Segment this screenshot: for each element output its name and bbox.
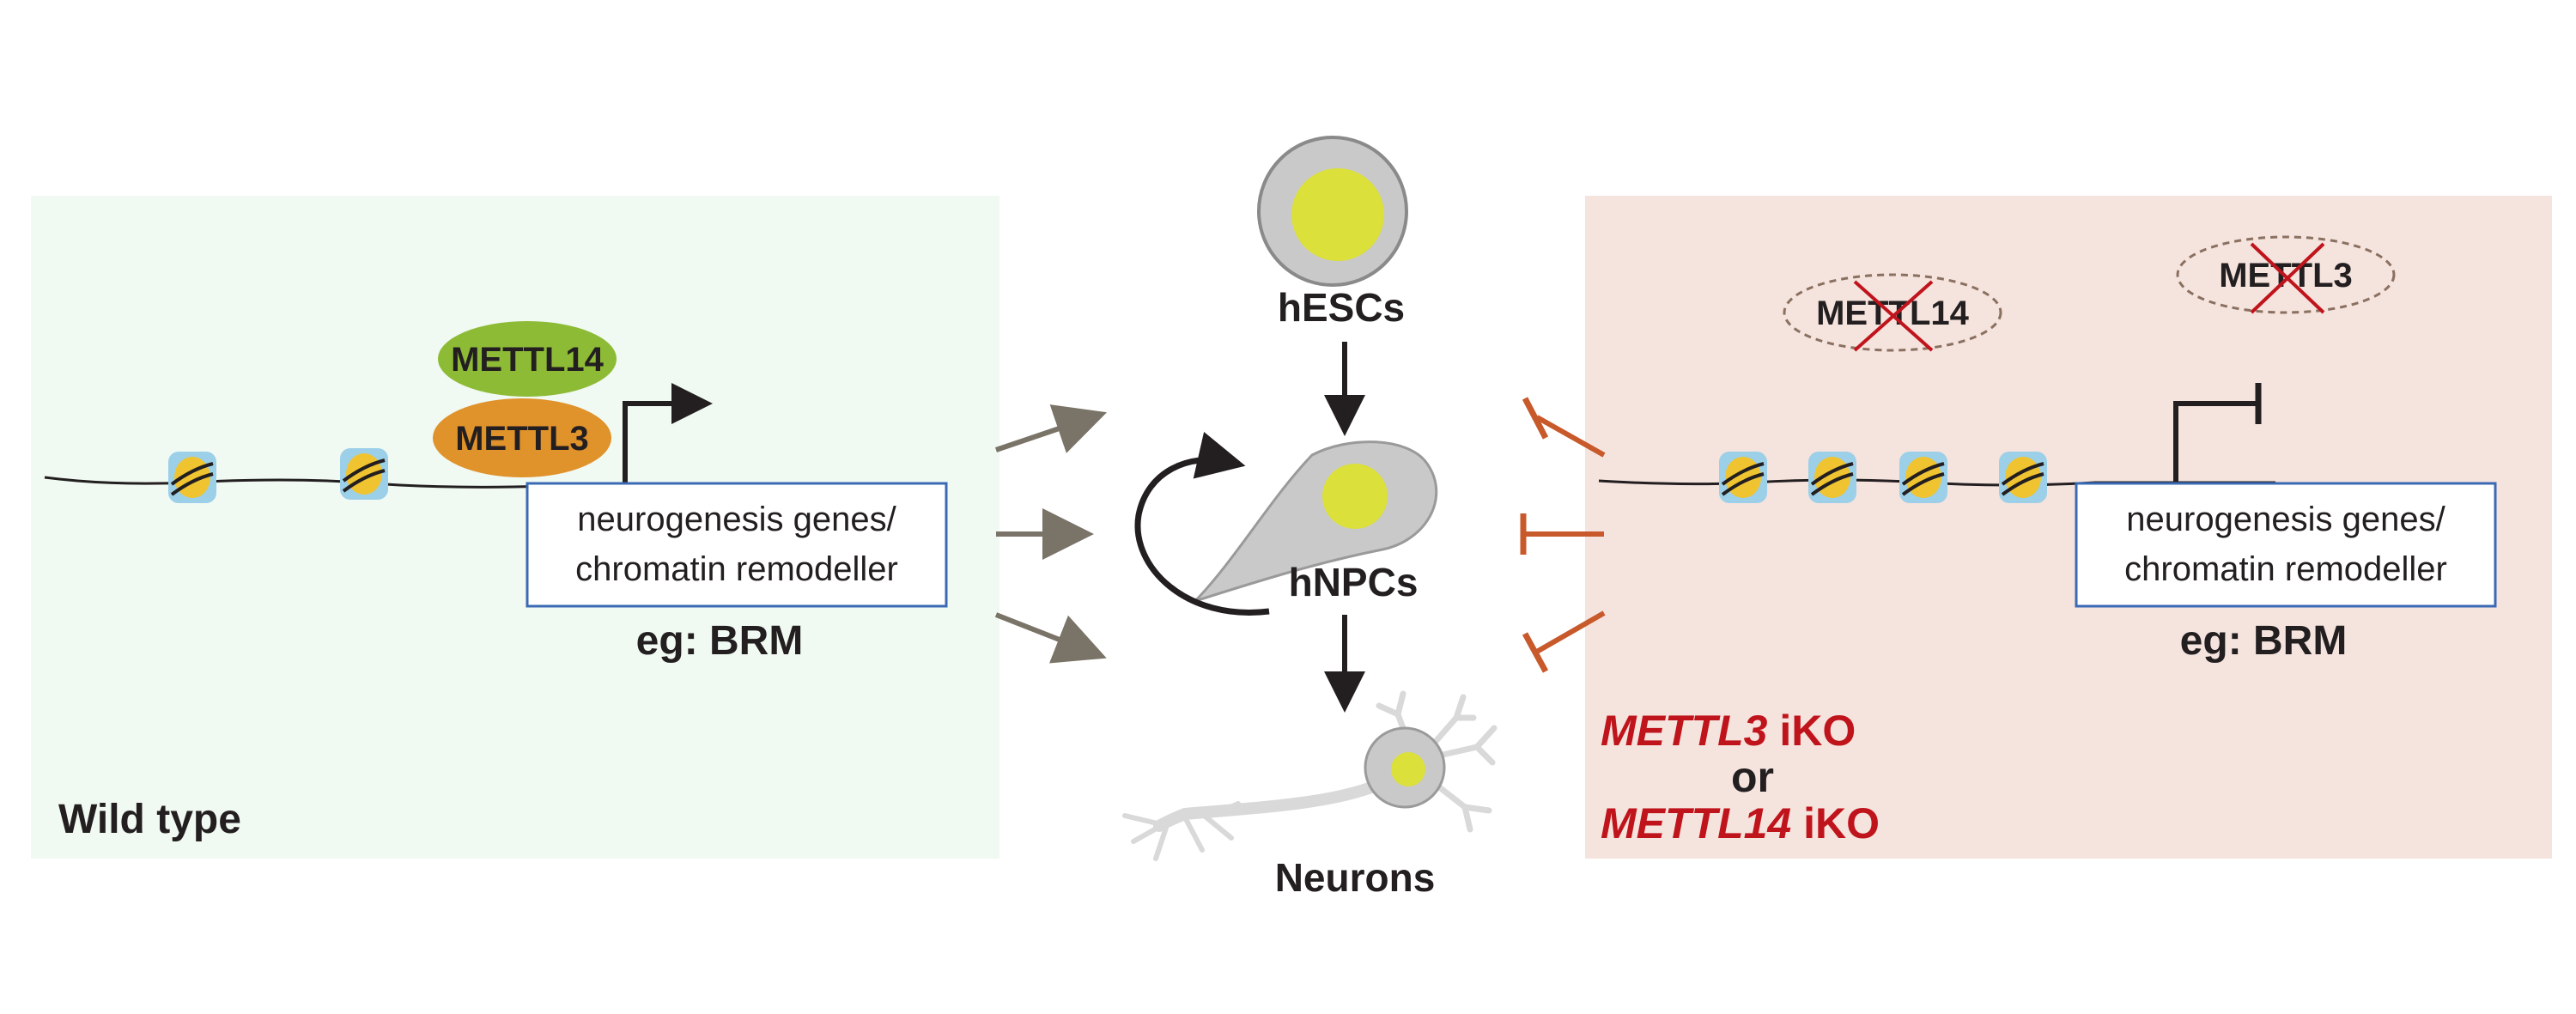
left-tss-arrow — [623, 383, 713, 484]
hesc-nucleus — [1291, 168, 1384, 261]
neuron-nucleus — [1391, 752, 1425, 786]
right-gene-box-line1: neurogenesis genes/ — [2126, 501, 2445, 538]
knockout-mettl3-cross-b — [2250, 242, 2325, 314]
ko-gene2: METTL14 — [1601, 799, 1791, 847]
ko-suffix2: iKO — [1791, 799, 1880, 847]
hnpc-nucleus — [1322, 464, 1388, 529]
left-to-center-arrows — [994, 404, 1108, 664]
ko-suffix1: iKO — [1767, 707, 1856, 755]
right-nucleosome-4 — [1997, 450, 2049, 505]
hescs-label: hESCs — [1278, 285, 1405, 330]
left-nucleosome-1 — [167, 450, 218, 505]
wild-type-panel: METTL14 METTL3 neurogenesis genes/ chrom… — [31, 196, 999, 859]
inhibition-symbols — [1520, 397, 1606, 673]
left-gene-box-line2: chromatin remodeller — [575, 550, 898, 588]
neurons-label: Neurons — [1275, 855, 1436, 900]
wild-type-label: Wild type — [58, 797, 241, 842]
ko-label-or: or — [1731, 753, 1774, 801]
right-nucleosome-1 — [1717, 450, 1769, 505]
knockout-mettl14-cross-b — [1853, 280, 1934, 352]
left-gene-example: eg: BRM — [636, 618, 804, 664]
ko-label-line1: METTL3 iKO — [1601, 707, 1856, 755]
left-dna-strand — [44, 476, 825, 489]
mettl3-protein — [433, 398, 611, 477]
right-gene-box-line2: chromatin remodeller — [2124, 550, 2447, 588]
knockout-mettl3-outline — [2176, 235, 2396, 314]
ko-gene1: METTL3 — [1601, 707, 1768, 755]
self-renewal-arrow — [1134, 431, 1270, 616]
right-gene-example: eg: BRM — [2180, 618, 2348, 664]
ko-label-line2: METTL14 iKO — [1601, 799, 1880, 847]
mettl14-label: METTL14 — [451, 341, 605, 379]
left-gene-box — [526, 482, 948, 608]
neuron-icon — [1122, 690, 1498, 861]
mettl3-label: METTL3 — [455, 420, 589, 458]
hnpcs-label: hNPCs — [1289, 560, 1419, 604]
right-nucleosome-3 — [1898, 450, 1949, 505]
gray-arrow-upper — [995, 404, 1108, 453]
mettl14-protein — [438, 321, 617, 397]
knockout-panel: METTL14 METTL3 neurogenesis genes/ chrom… — [1520, 196, 2552, 859]
differentiation-pathway: hESCs hNPCs Neurons — [1122, 136, 1498, 900]
right-nucleosome-2 — [1807, 450, 1858, 505]
left-gene-box-line1: neurogenesis genes/ — [577, 501, 896, 538]
knockout-mettl14-outline — [1783, 273, 2002, 352]
right-blocked-tss — [2173, 401, 2258, 483]
gray-arrow-lower — [994, 612, 1107, 664]
right-gene-box — [2075, 482, 2497, 608]
left-nucleosome-2 — [338, 446, 390, 501]
